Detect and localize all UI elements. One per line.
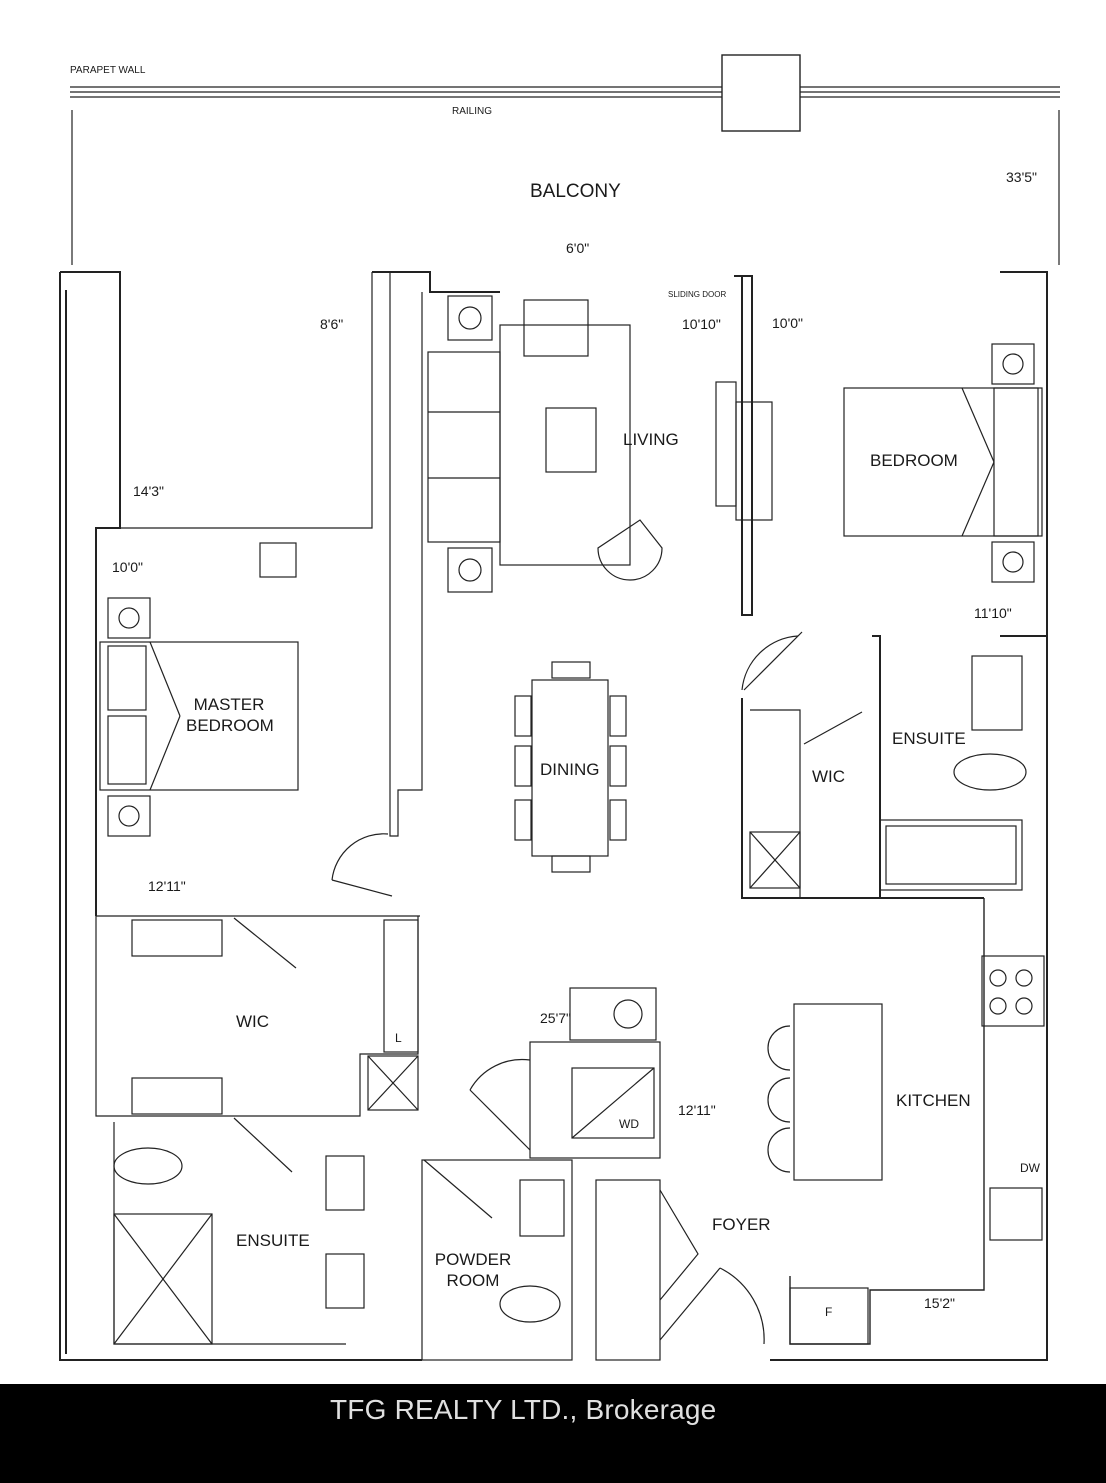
dim-laundry: 12'11" — [678, 1102, 716, 1118]
rug — [499, 324, 631, 566]
room-wic-bedroom: WIC — [812, 767, 846, 786]
master-bedroom-line-1: MASTER — [193, 695, 265, 714]
wic-shelf — [749, 831, 801, 889]
dim-master-wic: 12'11" — [148, 878, 186, 894]
dim-center-length: 25'7" — [540, 1010, 572, 1026]
bathtub — [879, 819, 1023, 891]
living-bedroom-wall — [734, 275, 753, 616]
bedroom-bed — [843, 387, 1043, 537]
vanity — [971, 655, 1023, 731]
master-right-wall — [389, 272, 423, 837]
dim-master-depth: 8'6" — [320, 316, 344, 332]
master-wic-door — [233, 917, 297, 969]
master-ensuite-door — [233, 1117, 293, 1173]
dim-bedroom-width: 10'0" — [772, 315, 804, 331]
dim-kitchen: 15'2" — [924, 1295, 956, 1311]
sliding-door-label: SLIDING DOOR — [668, 290, 727, 299]
master-vanity-1 — [325, 1155, 365, 1211]
dim-living-width: 10'10" — [682, 316, 721, 332]
washer-dryer — [571, 1067, 655, 1139]
master-vanity-2 — [325, 1253, 365, 1309]
powder-room — [421, 1159, 573, 1361]
master-door-swing — [331, 833, 389, 881]
bedroom-right-wall — [1000, 271, 1048, 637]
fixture-washer-dryer: WD — [619, 1117, 639, 1131]
fixture-linen: L — [395, 1031, 402, 1045]
dim-balcony-width: 33'5" — [1006, 169, 1038, 185]
room-bedroom: BEDROOM — [870, 451, 958, 470]
room-foyer: FOYER — [712, 1215, 771, 1234]
outer-walls — [59, 271, 1048, 1361]
foyer-closet — [595, 1179, 661, 1361]
kitchen-sink — [989, 1187, 1043, 1241]
kitchen-island — [793, 1003, 883, 1181]
master-bed — [99, 641, 299, 791]
fixture-fridge: F — [825, 1305, 833, 1319]
shower — [113, 1213, 213, 1345]
room-ensuite-bedroom: ENSUITE — [892, 729, 966, 748]
railing-label: RAILING — [452, 106, 493, 117]
room-master-bedroom: MASTER BEDROOM — [186, 695, 274, 736]
fixture-dishwasher: DW — [1020, 1161, 1040, 1175]
side-table — [259, 542, 297, 578]
room-dining: DINING — [540, 760, 600, 779]
living-top-wall — [372, 271, 500, 293]
dim-bedroom-length: 11'10" — [974, 605, 1012, 621]
room-ensuite-master: ENSUITE — [236, 1231, 310, 1250]
toilet — [953, 753, 1027, 791]
room-living: LIVING — [623, 430, 679, 449]
bottom-band — [0, 1384, 1106, 1478]
room-wic-master: WIC — [236, 1012, 270, 1031]
dim-master-length: 14'3" — [133, 483, 165, 499]
room-kitchen: KITCHEN — [896, 1091, 971, 1110]
room-powder-room: POWDER ROOM — [430, 1250, 516, 1291]
kitchen-right-wall — [770, 636, 1048, 1361]
bedroom-door-swing — [741, 635, 799, 691]
laundry-closet — [529, 1041, 661, 1159]
master-top-wall — [120, 272, 373, 529]
room-balcony: BALCONY — [530, 181, 621, 202]
coffee-table — [545, 407, 597, 473]
powder-room-line-2: ROOM — [446, 1270, 500, 1290]
armchair — [523, 299, 589, 357]
fridge — [789, 1287, 869, 1345]
dim-balcony-door: 6'0" — [566, 240, 590, 256]
cooktop — [981, 955, 1045, 1027]
column — [721, 54, 801, 132]
desk — [569, 987, 657, 1041]
parapet-wall-label: PARAPET WALL — [70, 65, 146, 76]
dim-master-width: 10'0" — [112, 559, 144, 575]
nightstand — [107, 597, 151, 639]
lounge-chair — [597, 519, 663, 581]
brokerage-watermark: TFG REALTY LTD., Brokerage — [330, 1394, 717, 1425]
master-bedroom-line-2: BEDROOM — [186, 715, 274, 735]
powder-room-line-1: POWDER — [434, 1250, 512, 1269]
